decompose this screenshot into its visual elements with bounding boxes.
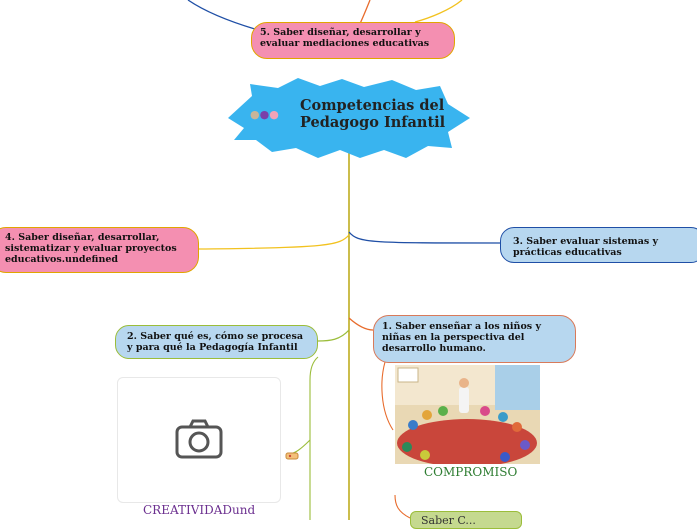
- node-3[interactable]: 3. Saber evaluar sistemas y prácticas ed…: [500, 227, 697, 263]
- node-1-label: 1. Saber enseñar a los niños y niñas en …: [382, 321, 541, 354]
- brain-icon: ●: [269, 108, 279, 121]
- classroom-image: [395, 365, 540, 464]
- sticker-icon: [285, 452, 299, 460]
- image-placeholder[interactable]: [117, 377, 281, 503]
- node-4[interactable]: 4. Saber diseñar, desarrollar, sistemati…: [0, 227, 199, 273]
- caption-compromiso: COMPROMISO: [424, 465, 518, 479]
- caption-creatividad: CREATIVIDADund: [143, 503, 256, 517]
- node-5[interactable]: 5. Saber diseñar, desarrollar y evaluar …: [251, 22, 455, 59]
- center-icons: ●●●: [250, 108, 279, 121]
- camera-icon: [175, 419, 223, 459]
- node-bottom[interactable]: Saber C...: [410, 511, 522, 529]
- node-2-label: 2. Saber qué es, cómo se procesa y para …: [127, 331, 303, 353]
- egg-icon: ●: [250, 108, 260, 121]
- node-5-label: 5. Saber diseñar, desarrollar y evaluar …: [260, 27, 430, 49]
- node-3-label: 3. Saber evaluar sistemas y prácticas ed…: [513, 236, 659, 258]
- central-topic[interactable]: Competencias del Pedagogo Infantil: [300, 97, 446, 131]
- node-1[interactable]: 1. Saber enseñar a los niños y niñas en …: [373, 315, 576, 363]
- node-2[interactable]: 2. Saber qué es, cómo se procesa y para …: [115, 325, 318, 359]
- eggplant-icon: ●: [259, 108, 270, 121]
- center-star-shape: [228, 78, 470, 158]
- node-4-label: 4. Saber diseñar, desarrollar, sistemati…: [5, 232, 177, 265]
